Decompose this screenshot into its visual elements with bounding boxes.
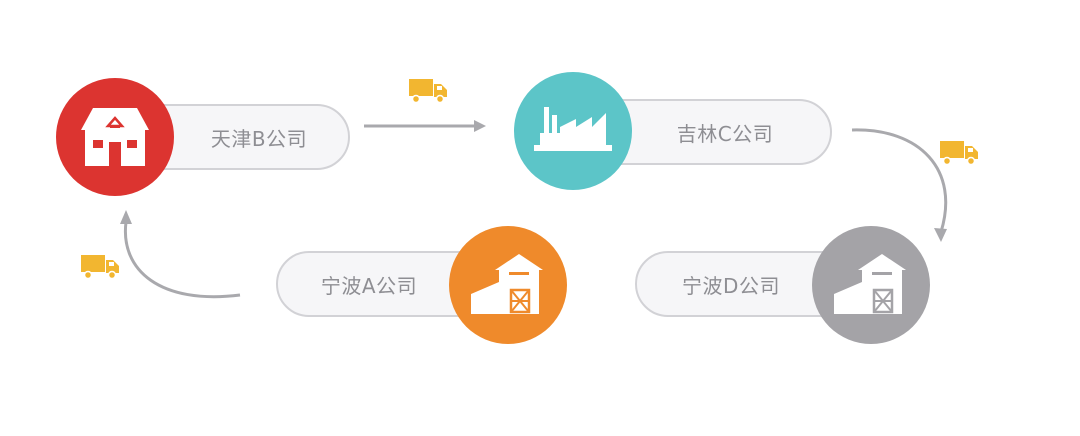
node-label-text: 宁波D公司 bbox=[682, 273, 780, 298]
arrow-jilin-to-ningbo-d bbox=[851, 128, 948, 242]
arrow-tianjin-to-jilin bbox=[364, 120, 486, 132]
node-tianjin bbox=[56, 78, 174, 196]
warehouse-icon bbox=[834, 254, 906, 314]
node-label-text: 宁波A公司 bbox=[320, 273, 418, 298]
node-ningbo-a bbox=[449, 226, 567, 344]
node-ningbo-d bbox=[812, 226, 930, 344]
truck-icon bbox=[940, 141, 978, 166]
node-label-text: 天津B公司 bbox=[210, 126, 308, 151]
node-jilin bbox=[514, 72, 632, 190]
truck-icon bbox=[409, 79, 447, 104]
truck-icon bbox=[81, 255, 119, 280]
house-icon bbox=[81, 108, 149, 166]
factory-icon bbox=[534, 107, 612, 151]
arrow-ningbo-a-to-tianjin bbox=[120, 210, 241, 299]
node-label-text: 吉林C公司 bbox=[676, 121, 774, 146]
warehouse-icon bbox=[471, 254, 543, 314]
